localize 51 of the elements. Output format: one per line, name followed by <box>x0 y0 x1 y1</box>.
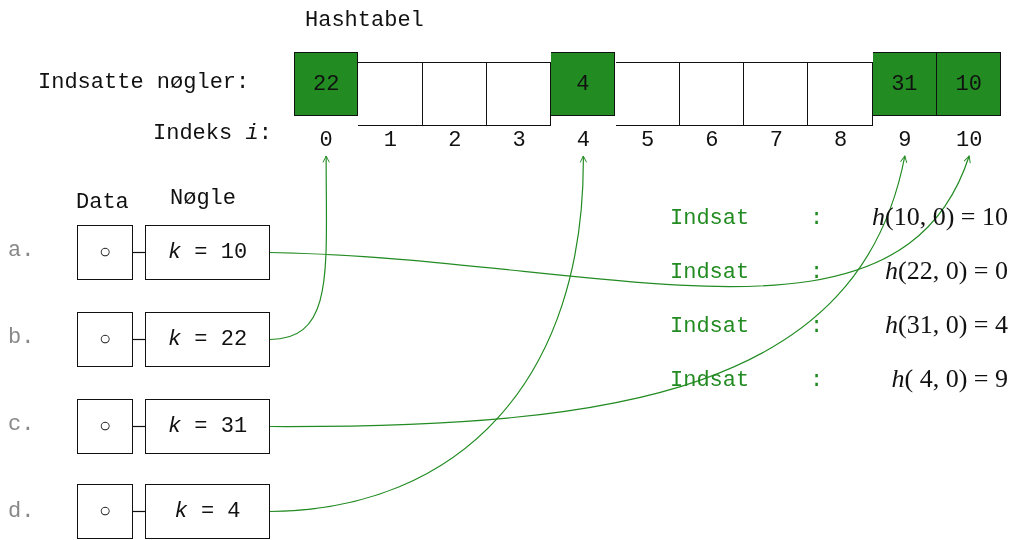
arrow <box>269 155 907 428</box>
hash-formula: h(31, 0) = 4 <box>885 310 1008 340</box>
hash-formula: h( 4, 0) = 9 <box>891 364 1008 394</box>
slot-index: 1 <box>358 128 423 156</box>
key-box: k = 22 <box>145 312 270 367</box>
column-header: Data <box>76 190 129 215</box>
key-box: k = 4 <box>145 484 270 539</box>
filled-hash-slot: 22 <box>294 52 359 116</box>
data-box: ○ <box>77 225 133 280</box>
row-header: Indsatte nøgler: <box>38 70 250 95</box>
slot-index: 10 <box>937 128 1002 156</box>
status-text: Indsat <box>670 206 750 231</box>
row-letter: d. <box>8 499 35 524</box>
row-letter: a. <box>8 238 35 263</box>
title: Hashtabel <box>305 8 424 33</box>
slot-index: 0 <box>294 128 359 156</box>
data-box: ○ <box>77 484 133 539</box>
slot-index: 6 <box>679 128 745 156</box>
filled-hash-slot: 10 <box>937 52 1002 116</box>
data-box: ○ <box>77 399 133 454</box>
key-box: k = 10 <box>145 225 270 280</box>
slot-index: 7 <box>744 128 809 156</box>
data-box: ○ <box>77 312 133 367</box>
separator-text: : <box>810 260 824 285</box>
connector-line <box>132 251 146 254</box>
column-header: Nøgle <box>170 186 236 211</box>
hash-formula: h(10, 0) = 10 <box>872 202 1008 232</box>
slot-index: 5 <box>615 128 680 156</box>
status-text: Indsat <box>670 260 750 285</box>
filled-hash-slot: 31 <box>872 52 937 116</box>
arrow <box>269 155 970 288</box>
hash-formula: h(22, 0) = 0 <box>885 256 1008 286</box>
slot-index: 8 <box>808 128 873 156</box>
row-header: Indeks i: <box>153 121 272 146</box>
filled-hash-slot: 4 <box>551 52 616 116</box>
connector-line <box>132 510 146 513</box>
slot-index: 9 <box>872 128 937 156</box>
connector-line <box>132 425 146 428</box>
slot-index: 4 <box>551 128 616 156</box>
arrow <box>269 155 330 341</box>
separator-text: : <box>810 368 824 393</box>
slot-index: 3 <box>486 128 552 156</box>
slot-index: 2 <box>422 128 487 156</box>
separator-text: : <box>810 206 824 231</box>
arrow <box>269 155 587 513</box>
row-letter: c. <box>8 412 35 437</box>
connector-line <box>132 338 146 341</box>
row-letter: b. <box>8 325 35 350</box>
separator-text: : <box>810 314 824 339</box>
status-text: Indsat <box>670 314 750 339</box>
key-box: k = 31 <box>145 399 270 454</box>
